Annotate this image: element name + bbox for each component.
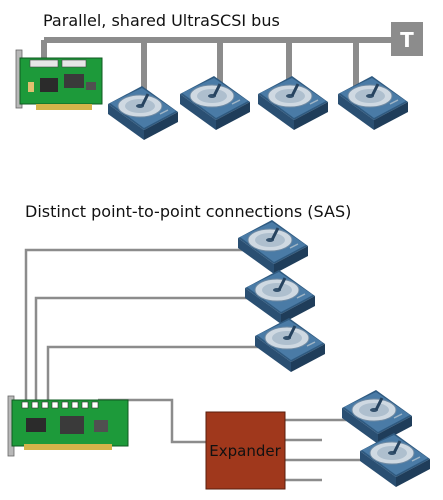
expander-label: Expander <box>209 442 281 460</box>
pci-host-adapter-card-icon <box>7 395 129 457</box>
hard-disk-drive-icon <box>358 431 432 489</box>
hard-disk-drive-icon <box>236 218 310 276</box>
hard-disk-drive-icon <box>178 74 252 132</box>
sas-title: Distinct point-to-point connections (SAS… <box>25 202 352 221</box>
pci-host-adapter-card-icon <box>15 49 103 110</box>
hard-disk-drive-icon <box>243 268 317 326</box>
hard-disk-drive-icon <box>336 74 410 132</box>
point-to-point-cables <box>24 248 360 482</box>
expander: Expander <box>205 411 286 490</box>
parallel-bus-title: Parallel, shared UltraSCSI bus <box>43 11 280 30</box>
hard-disk-drive-icon <box>256 74 330 132</box>
hard-disk-drive-icon <box>253 316 327 374</box>
shared-bus-cable <box>41 37 392 90</box>
hard-disk-drive-icon <box>106 84 180 142</box>
hard-disk-drive-icon <box>340 388 414 446</box>
terminator: T <box>391 22 423 56</box>
sas-section: Expander <box>7 218 432 490</box>
parallel-bus-section: T <box>15 22 423 142</box>
terminator-label: T <box>400 28 414 52</box>
